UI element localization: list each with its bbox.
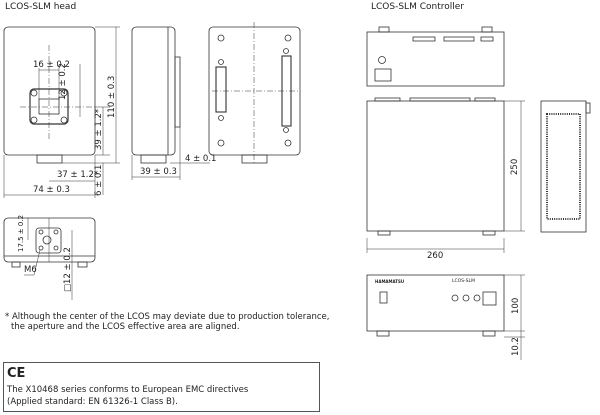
footnote-line1: * Although the center of the LCOS may de… xyxy=(5,312,330,322)
dim-head-depth: 39 ± 0.3 xyxy=(140,167,177,177)
dim-aperture-height: 12 ± 0.2 xyxy=(58,63,68,100)
dim-controller-depth: 250 xyxy=(510,158,520,175)
ce-line2: (Applied standard: EN 61326-1 Class B). xyxy=(7,397,178,407)
head-bottom-view xyxy=(3,217,96,300)
head-front-view xyxy=(3,26,120,198)
controller-side-view xyxy=(540,100,591,233)
front-brand: HAMAMATSU xyxy=(375,279,405,284)
front-model: LCOS-SLM xyxy=(452,279,475,284)
dim-center-y: 39 ± 1.2* xyxy=(94,108,104,150)
dim-controller-foot: 10.2 xyxy=(511,337,521,356)
controller-title: LCOS-SLM Controller xyxy=(371,2,464,12)
head-back-view xyxy=(208,22,301,165)
head-title: LCOS-SLM head xyxy=(5,2,77,12)
dim-controller-width: 260 xyxy=(427,251,444,261)
head-side-view xyxy=(131,26,210,180)
dim-head-width: 74 ± 0.3 xyxy=(33,185,70,195)
dim-center-x: 37 ± 1.2* xyxy=(57,170,99,180)
dim-controller-height: 100 xyxy=(511,297,521,314)
dim-mount-square: □12 ± 0.2 xyxy=(63,247,73,292)
dim-flange: 4 ± 0.1 xyxy=(185,154,217,164)
controller-rear-view xyxy=(366,26,505,87)
footnote-line2: the aperture and the LCOS effective area… xyxy=(11,322,240,332)
controller-front-view xyxy=(366,274,525,360)
dim-bottom-offset: 17.5 ± 0.2 xyxy=(17,214,25,252)
ce-mark-icon: CE xyxy=(7,366,26,381)
dim-aperture-width: 16 ± 0.2 xyxy=(33,60,70,70)
controller-top-view xyxy=(366,97,525,253)
thread-label: M6 xyxy=(24,265,37,275)
dim-head-height: 110 ± 0.3 xyxy=(107,75,117,118)
ce-line1: The X10468 series conforms to European E… xyxy=(7,385,249,395)
ce-notice xyxy=(3,362,320,412)
